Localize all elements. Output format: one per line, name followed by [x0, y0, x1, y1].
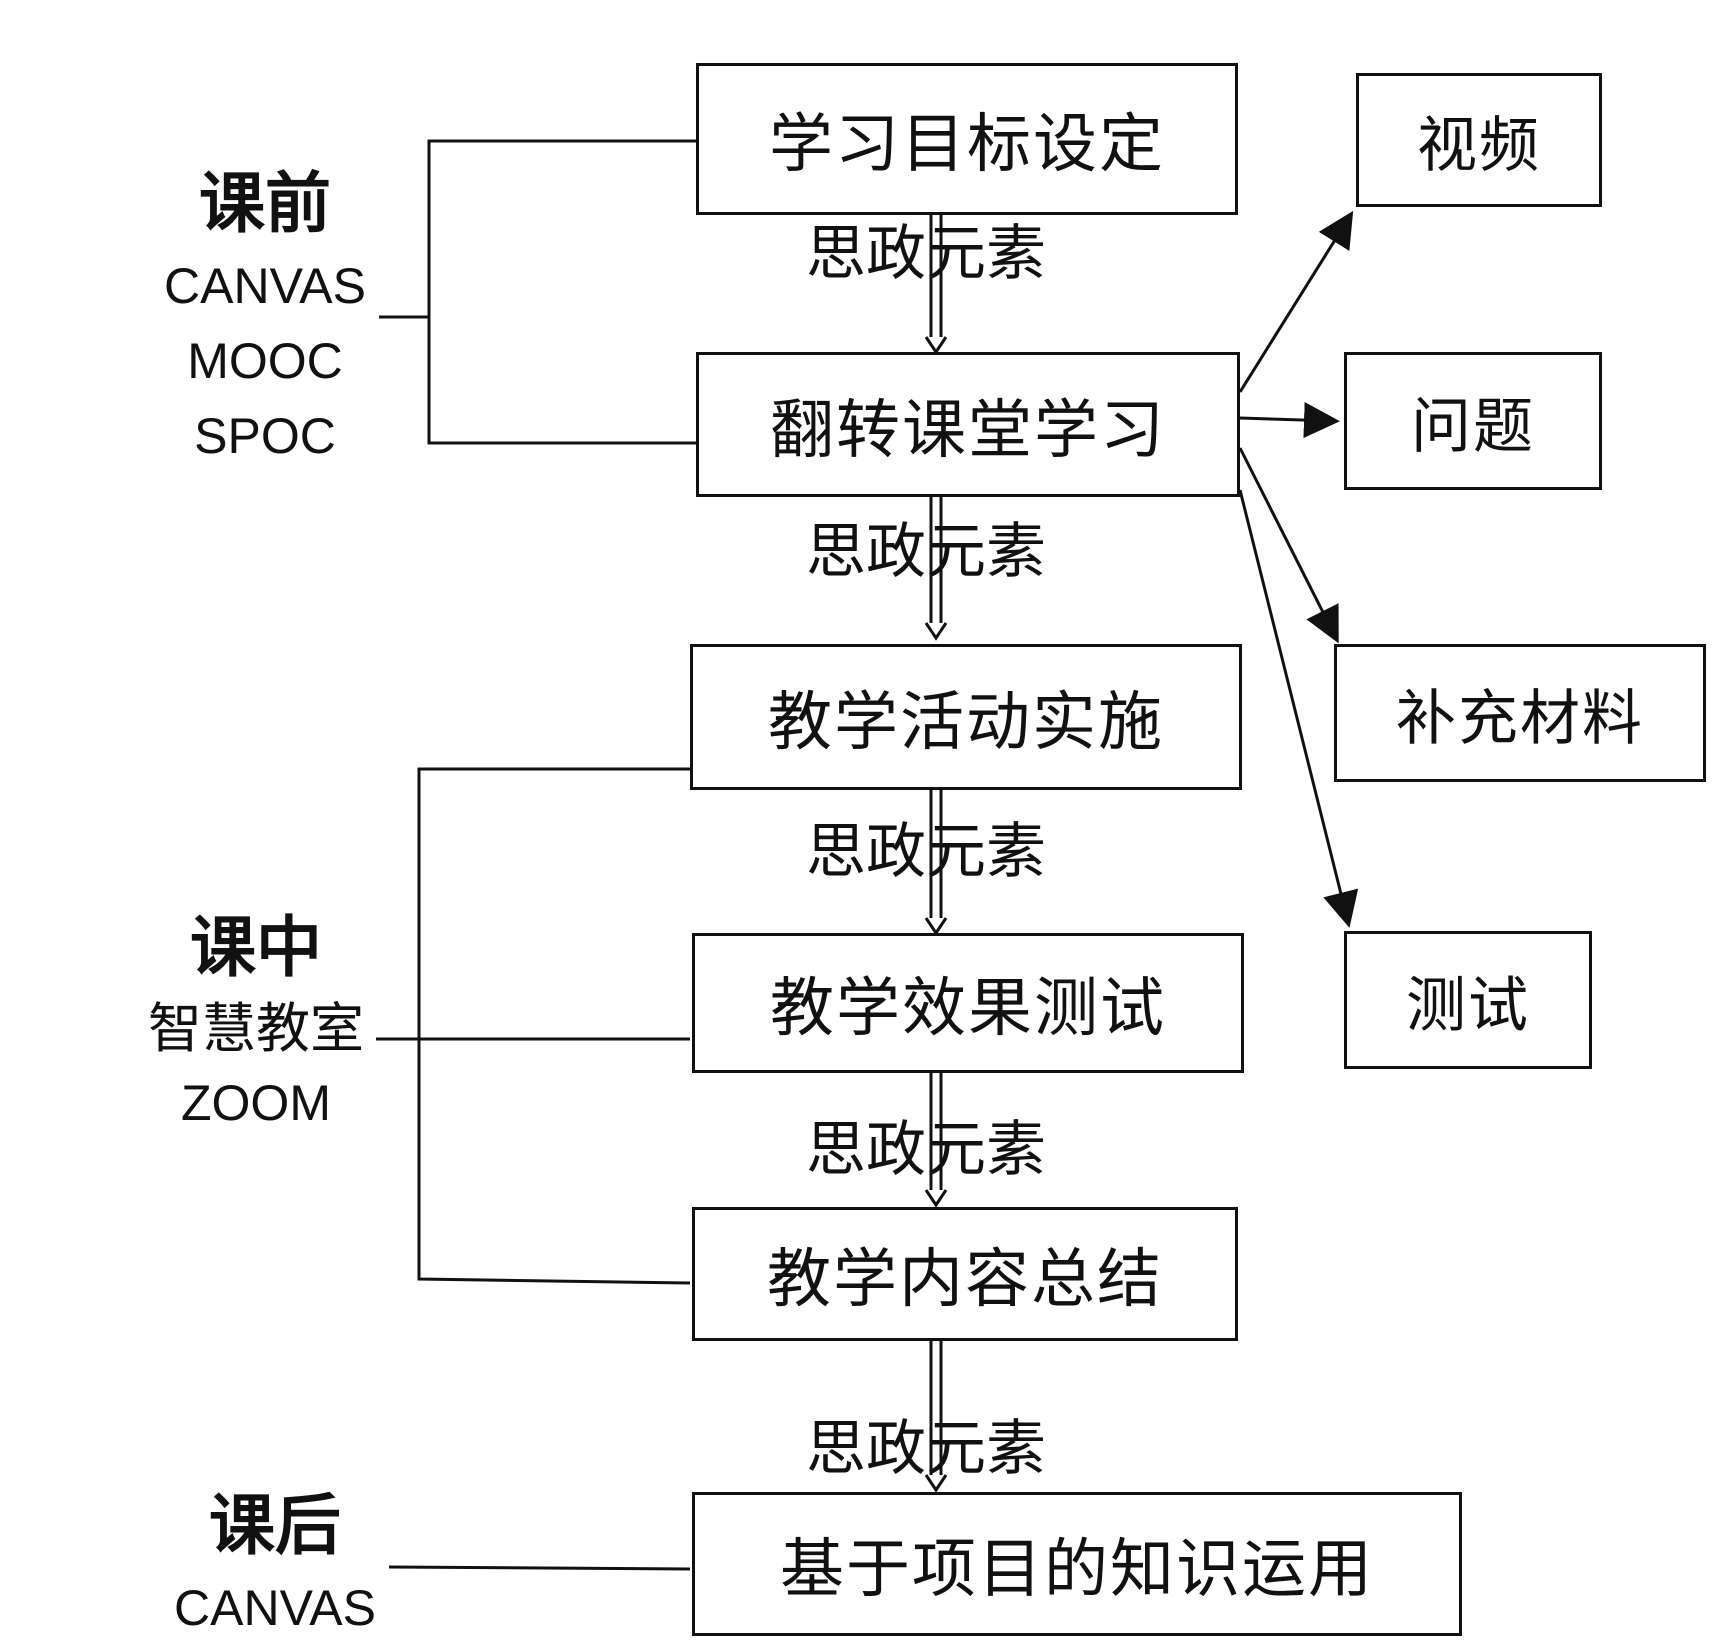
phase-tool: CANVAS [174, 1579, 376, 1636]
phase-tool: CANVAS [164, 257, 366, 314]
resource-label: 视频 [1417, 110, 1541, 181]
step-label: 教学活动实施 [768, 686, 1164, 760]
resource-box-video: 视频 [1356, 73, 1602, 207]
phase-brackets [376, 139, 696, 1571]
arrow-step3-step4 [924, 790, 948, 936]
phase-title: 课后 [209, 1487, 341, 1564]
phase-post-class: 课后 CANVAS [160, 1487, 390, 1641]
step-box-teaching-activity: 教学活动实施 [690, 644, 1242, 790]
phase-tool: 智慧教室 [148, 996, 364, 1060]
step-label: 基于项目的知识运用 [780, 1533, 1374, 1607]
arrow-to-material [1238, 447, 1339, 644]
in-bracket [417, 767, 691, 1285]
arrow-step4-step5 [924, 1073, 948, 1208]
phase-title: 课中 [190, 909, 322, 986]
connector-label: 思政元素 [806, 219, 1046, 289]
arrow-step1-step2 [924, 215, 948, 355]
step-box-goal-setting: 学习目标设定 [696, 63, 1238, 215]
connector-label: 思政元素 [806, 1115, 1046, 1185]
step-box-content-summary: 教学内容总结 [692, 1207, 1238, 1341]
resource-box-supplementary: 补充材料 [1334, 644, 1706, 782]
phase-pre-class: 课前 CANVAS MOOC SPOC [150, 165, 380, 474]
step-label: 学习目标设定 [769, 108, 1165, 182]
step-label: 翻转课堂学习 [770, 393, 1166, 468]
step-label: 教学效果测试 [770, 972, 1166, 1046]
resource-arrows [1238, 210, 1359, 928]
connector-label: 思政元素 [806, 517, 1046, 587]
arrow-step2-step3 [924, 497, 948, 641]
arrow-to-question [1239, 402, 1340, 439]
resource-label: 补充材料 [1396, 683, 1644, 754]
step-arrows [924, 215, 948, 1493]
step-box-flipped-classroom: 翻转课堂学习 [696, 352, 1240, 497]
resource-box-question: 问题 [1344, 352, 1602, 490]
pre-bracket [427, 139, 696, 445]
resource-label: 测试 [1406, 970, 1530, 1041]
phase-tool: SPOC [194, 407, 336, 464]
step-label: 教学内容总结 [767, 1243, 1163, 1317]
phase-tool: ZOOM [181, 1075, 331, 1132]
connector-label: 思政元素 [806, 817, 1046, 887]
phase-title: 课前 [199, 165, 331, 242]
arrow-to-test [1238, 489, 1359, 928]
resource-label: 问题 [1411, 391, 1535, 462]
phase-tool: MOOC [187, 332, 343, 389]
post-bracket-stem [388, 1565, 691, 1571]
resource-box-test: 测试 [1344, 931, 1592, 1069]
step-box-project-application: 基于项目的知识运用 [692, 1492, 1462, 1636]
arrow-step5-step6 [924, 1341, 948, 1493]
step-box-effect-test: 教学效果测试 [692, 933, 1244, 1073]
connector-label: 思政元素 [806, 1414, 1046, 1484]
arrow-to-video [1238, 210, 1354, 393]
phase-in-class: 课中 智慧教室 ZOOM [136, 909, 376, 1141]
